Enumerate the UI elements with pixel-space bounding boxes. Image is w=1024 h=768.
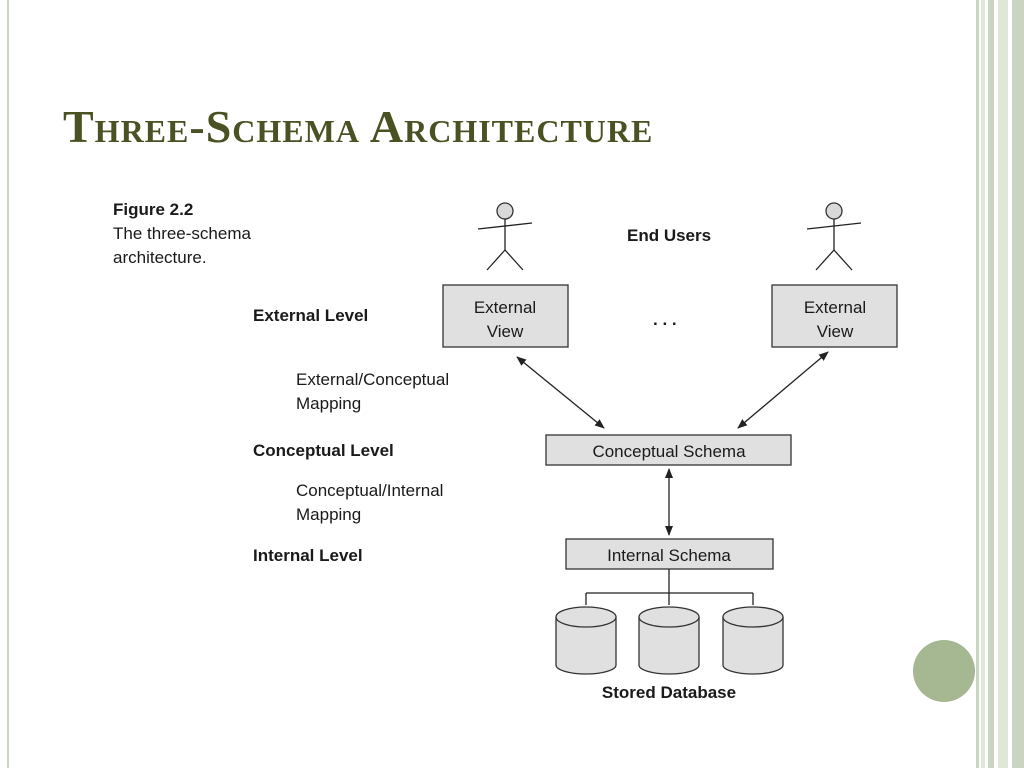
right-border xyxy=(976,0,1024,768)
right-border-stripe xyxy=(988,0,994,768)
end-user-right-icon xyxy=(806,202,862,271)
left-border xyxy=(0,0,10,768)
conc-int-mapping-line1: Conceptual/Internal xyxy=(296,481,443,500)
right-border-stripe xyxy=(998,0,1008,768)
end-users-label: End Users xyxy=(627,226,711,245)
mapping-arrow-right xyxy=(737,351,829,429)
right-border-stripe xyxy=(981,0,985,768)
left-border-line xyxy=(7,0,9,768)
conceptual-schema-box xyxy=(545,434,792,466)
right-border-stripe xyxy=(976,0,979,768)
internal-schema-label: Internal Schema xyxy=(607,546,731,565)
figure-label: Figure 2.2 xyxy=(113,200,193,219)
end-user-left-icon xyxy=(477,202,533,271)
external-view-right-line1: External xyxy=(804,298,866,317)
external-view-left-line1: External xyxy=(474,298,536,317)
conceptual-level-label: Conceptual Level xyxy=(253,441,394,460)
internal-schema-box xyxy=(565,538,774,570)
external-view-left-box xyxy=(442,284,569,348)
conc-int-mapping-line2: Mapping xyxy=(296,505,361,524)
external-view-right-box xyxy=(771,284,898,348)
internal-level-label: Internal Level xyxy=(253,546,363,565)
database-cylinder-icon xyxy=(638,606,700,675)
figure-caption-line1: The three-schema xyxy=(113,224,251,243)
conceptual-schema-label: Conceptual Schema xyxy=(592,442,746,461)
mapping-arrow-left xyxy=(516,356,605,429)
database-cylinder-icon xyxy=(722,606,784,675)
stored-database-label: Stored Database xyxy=(602,683,736,702)
external-view-left-line2: View xyxy=(487,322,524,341)
database-cylinder-icon xyxy=(555,606,617,675)
right-border-stripe xyxy=(1012,0,1024,768)
external-level-label: External Level xyxy=(253,306,368,325)
ext-conc-mapping-line2: Mapping xyxy=(296,394,361,413)
decorative-circle xyxy=(913,640,975,702)
ext-conc-mapping-line1: External/Conceptual xyxy=(296,370,449,389)
external-view-right-line2: View xyxy=(817,322,854,341)
slide-title: Three-Schema Architecture xyxy=(63,101,654,152)
ellipsis: . . . xyxy=(653,310,677,329)
figure-caption-line2: architecture. xyxy=(113,248,207,267)
database-connector xyxy=(585,569,754,605)
